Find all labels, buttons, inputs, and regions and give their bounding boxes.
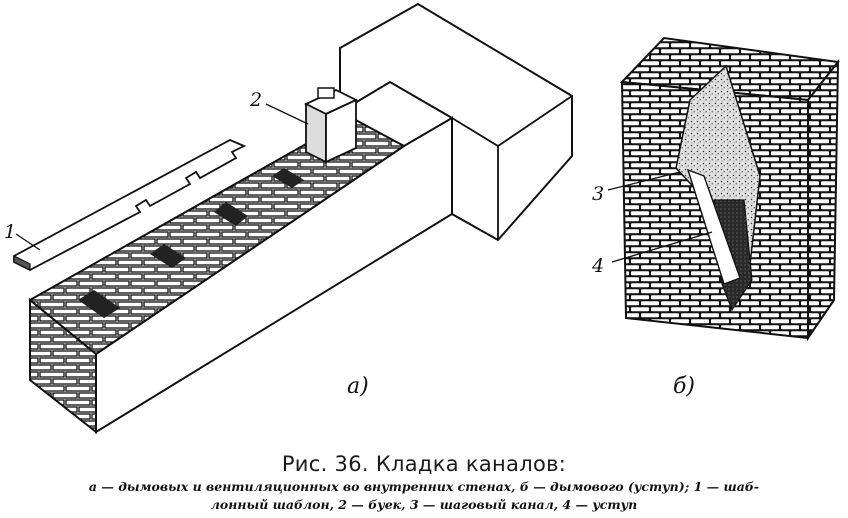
channel-ledge xyxy=(686,168,741,285)
callout-3-label: 3 xyxy=(592,183,604,205)
callout-2-leader xyxy=(265,103,309,125)
wall-top-bricks xyxy=(28,116,406,356)
wall-block-outline xyxy=(339,2,573,242)
template-strip xyxy=(13,139,247,272)
figure-caption-line-1: а — дымовых и вентиляционных во внутренн… xyxy=(88,479,760,494)
chimney-side-face xyxy=(807,59,840,342)
callout-2-label: 2 xyxy=(249,89,262,111)
channel-openings xyxy=(78,168,304,318)
buoy-block xyxy=(303,87,359,164)
callout-3-leader xyxy=(607,171,681,191)
panel-a-drawing xyxy=(13,2,573,435)
figure-caption-title: Рис. 36. Кладка каналов: xyxy=(281,452,567,476)
panel-b-label: б) xyxy=(673,374,695,399)
callout-1-leader xyxy=(15,233,41,251)
panel-b-drawing xyxy=(607,36,840,342)
callout-4-leader xyxy=(611,231,713,263)
panel-a-label: а) xyxy=(347,374,369,399)
callout-4-label: 4 xyxy=(591,255,604,277)
wall-block-edge xyxy=(451,95,573,240)
figure-caption-line-2: лонный шаблон, 2 — буек, 3 — шаговый кан… xyxy=(210,497,638,512)
template-strip-edge xyxy=(13,255,31,271)
callout-1-label: 1 xyxy=(4,221,16,243)
